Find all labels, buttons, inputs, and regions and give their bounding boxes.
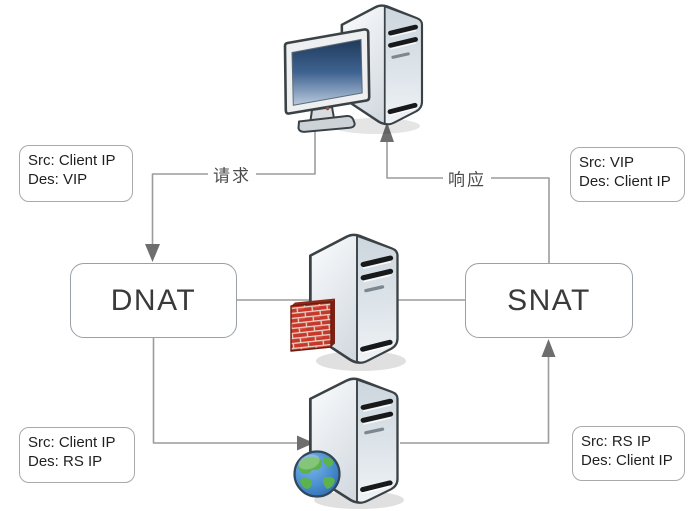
annotation-line: Src: Client IP: [28, 152, 116, 169]
annotation-src-rs-des-client: Src: RS IP Des: Client IP: [572, 426, 685, 481]
annotation-src-client-des-vip: Src: Client IP Des: VIP: [19, 145, 133, 202]
annotation-line: Src: RS IP: [581, 433, 652, 450]
dnat-label: DNAT: [110, 283, 197, 317]
edge-label-request: 请求: [208, 161, 256, 187]
firewall-server-svg: [290, 228, 406, 371]
edge-realserver-to-snat: [400, 357, 550, 444]
client-computer-icon: [276, 0, 426, 135]
arrowhead-right-into-realserver: [297, 435, 314, 451]
annotation-line: Des: Client IP: [579, 173, 671, 190]
annotation-line: Src: Client IP: [28, 434, 116, 451]
client-computer-svg: [283, 0, 426, 134]
snat-label: SNAT: [507, 283, 591, 317]
annotation-src-client-des-rs: Src: Client IP Des: RS IP: [19, 427, 135, 483]
globe-icon: [293, 450, 341, 498]
annotation-line: Src: VIP: [579, 154, 635, 171]
annotation-src-vip-des-client: Src: VIP Des: Client IP: [570, 147, 685, 202]
edge-label-response: 响应: [443, 165, 491, 191]
arrowhead-up-into-client: [380, 122, 394, 142]
power-led: [325, 106, 330, 111]
edge-response-snat-to-client: [386, 141, 550, 263]
annotation-line: Des: Client IP: [581, 452, 673, 469]
arrowhead-up-into-snat: [541, 339, 556, 357]
arrowhead-down-into-dnat: [145, 244, 160, 262]
real-server-svg: [293, 372, 404, 509]
edge-dnat-to-realserver: [152, 338, 298, 444]
node-dnat: DNAT: [70, 263, 237, 338]
firewall-server-icon: [285, 228, 410, 373]
annotation-line: Des: RS IP: [28, 453, 103, 470]
monitor-icon: [283, 28, 371, 133]
node-snat: SNAT: [465, 263, 633, 338]
annotation-line: Des: VIP: [28, 171, 88, 188]
firewall-brick-icon: [290, 298, 335, 352]
real-server-icon: [285, 372, 410, 511]
